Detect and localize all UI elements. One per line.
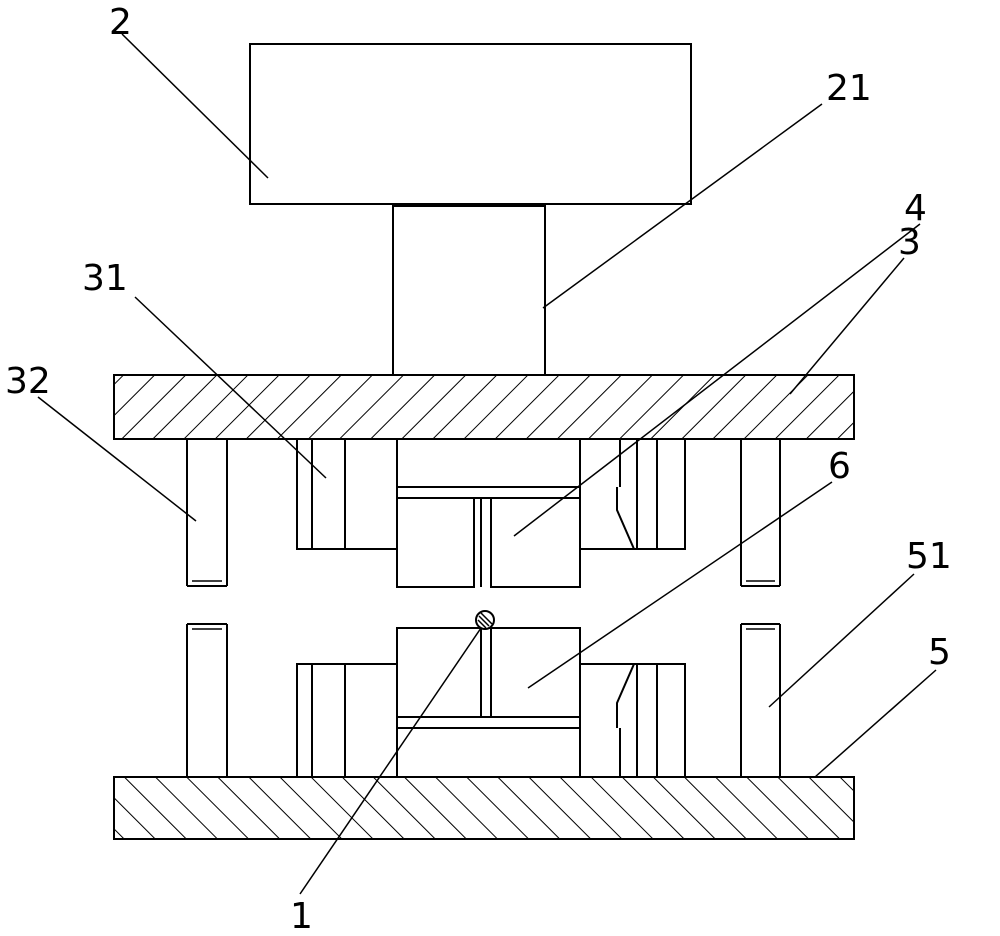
leader-lines	[37, 33, 937, 895]
label-32: 32	[5, 361, 51, 402]
leader-21	[542, 103, 823, 309]
upper-forming-die	[396, 486, 581, 588]
upper-guide-pin-right	[740, 439, 781, 587]
leader-1	[299, 627, 482, 895]
label-4: 4	[904, 188, 927, 229]
upper-guide-pin-left	[186, 439, 228, 587]
leader-32	[37, 396, 197, 522]
lower-guide-post-left	[186, 623, 228, 777]
label-2: 2	[109, 2, 132, 43]
workpiece	[475, 610, 495, 630]
press-ram	[249, 43, 692, 205]
leader-31	[134, 296, 327, 479]
upper-die-holder	[296, 439, 686, 550]
leader-3	[789, 257, 905, 395]
leader-5	[814, 669, 937, 778]
leader-6	[527, 481, 833, 689]
lower-guide-post-right	[740, 623, 781, 777]
label-1: 1	[290, 896, 313, 936]
label-3: 3	[898, 222, 921, 263]
leader-51	[768, 573, 915, 708]
ram-shank	[392, 205, 546, 376]
label-5: 5	[928, 632, 951, 673]
label-21: 21	[826, 68, 872, 109]
upper-die-plate	[113, 374, 855, 440]
lower-forming-die	[396, 627, 581, 729]
leader-2	[121, 33, 269, 179]
lower-die-plate	[113, 776, 855, 840]
label-51: 51	[906, 536, 952, 577]
leader-4	[513, 223, 921, 537]
label-31: 31	[82, 258, 128, 299]
label-6: 6	[828, 446, 851, 487]
